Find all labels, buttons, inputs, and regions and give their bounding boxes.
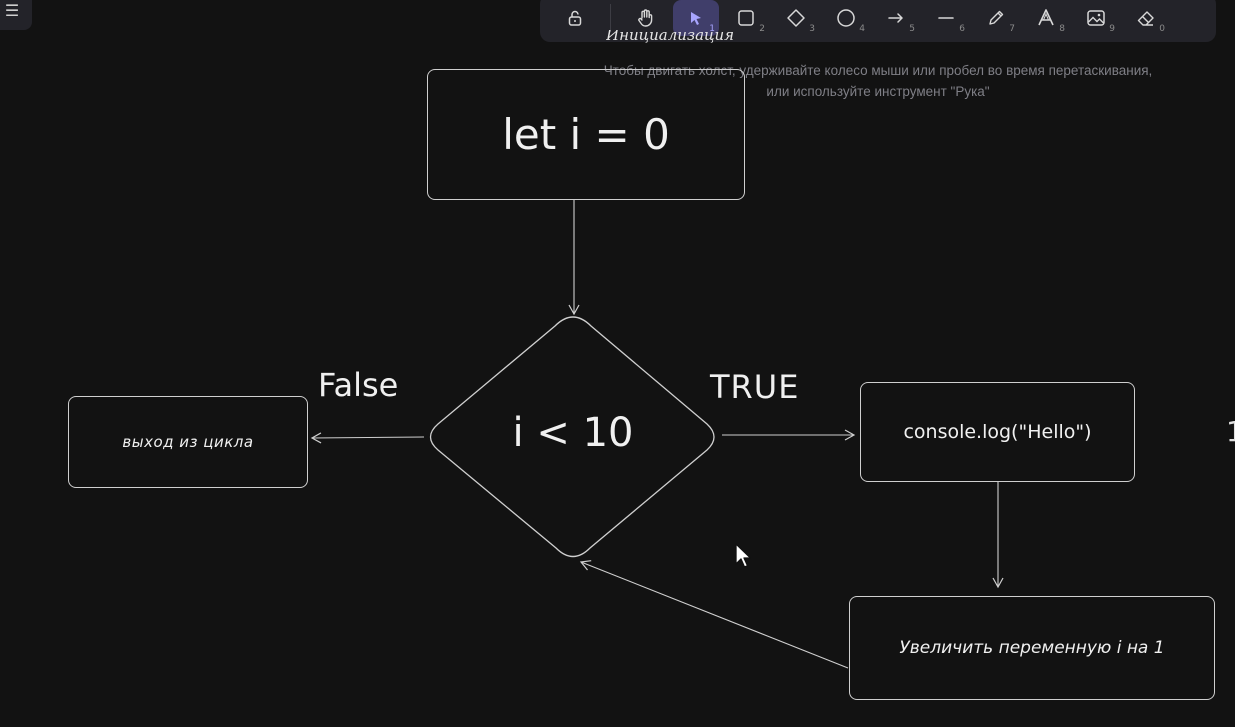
tool-eraser[interactable]: 0 [1123, 0, 1169, 36]
mouse-cursor-icon [734, 542, 752, 574]
arrow-increment-to-condition[interactable] [579, 560, 849, 669]
main-menu-button[interactable]: ☰ [0, 0, 32, 30]
tool-line[interactable]: 6 [923, 0, 969, 36]
condition-diamond[interactable] [429, 316, 715, 558]
tool-shortcut: 3 [809, 24, 815, 34]
tool-image[interactable]: 9 [1073, 0, 1119, 36]
true-label[interactable]: TRUE [710, 368, 800, 406]
init-text: let i = 0 [502, 110, 670, 159]
tool-arrow[interactable]: 5 [873, 0, 919, 36]
console-log-text: console.log("Hello") [903, 421, 1092, 443]
line-icon [937, 11, 955, 25]
tool-shortcut: 8 [1059, 24, 1065, 34]
console-log-box[interactable]: console.log("Hello") [860, 382, 1135, 482]
image-icon [1086, 8, 1106, 28]
hamburger-icon: ☰ [4, 0, 20, 20]
hint-line-2: или используйте инструмент "Рука" [766, 84, 990, 99]
rectangle-icon [737, 9, 755, 27]
exit-text: выход из цикла [122, 433, 254, 451]
tool-shortcut: 1 [709, 24, 715, 34]
offscreen-element[interactable]: 1 [1226, 415, 1235, 448]
false-label[interactable]: False [318, 366, 399, 404]
tool-diamond[interactable]: 3 [773, 0, 819, 36]
tool-selection[interactable]: 1 [673, 0, 719, 36]
tool-lock[interactable] [552, 0, 598, 36]
arrow-icon [887, 11, 905, 25]
pencil-icon [987, 9, 1005, 27]
tool-shortcut: 0 [1159, 24, 1165, 34]
tool-text[interactable]: 8 [1023, 0, 1069, 36]
tool-hand[interactable] [623, 0, 669, 36]
lock-icon [566, 9, 584, 27]
condition-text: i < 10 [512, 410, 634, 456]
text-icon [1036, 8, 1056, 28]
tool-ellipse[interactable]: 4 [823, 0, 869, 36]
tool-shortcut: 4 [859, 24, 865, 34]
exit-box[interactable]: выход из цикла [68, 396, 308, 488]
tool-rectangle[interactable]: 2 [723, 0, 769, 36]
tool-shortcut: 7 [1009, 24, 1015, 34]
init-box[interactable]: let i = 0 [427, 69, 745, 200]
ellipse-icon [836, 8, 856, 28]
tool-shortcut: 6 [959, 24, 965, 34]
eraser-icon [1136, 8, 1156, 28]
diamond-icon [786, 8, 806, 28]
hidden-frame-title: Инициализация [606, 30, 766, 48]
pointer-icon [688, 10, 704, 26]
tool-draw[interactable]: 7 [973, 0, 1019, 36]
frame-title-text: Инициализация [606, 30, 735, 44]
shape-toolbar: 1 2 3 4 5 [540, 0, 1216, 42]
increment-box[interactable]: Увеличить переменную i на 1 [849, 596, 1215, 700]
tool-shortcut: 5 [909, 24, 915, 34]
tool-shortcut: 2 [759, 24, 765, 34]
hand-icon [636, 8, 656, 28]
arrow-false-to-exit[interactable] [310, 432, 425, 444]
toolbar-divider [610, 4, 611, 32]
tool-shortcut: 9 [1109, 24, 1115, 34]
increment-text: Увеличить переменную i на 1 [899, 638, 1165, 658]
